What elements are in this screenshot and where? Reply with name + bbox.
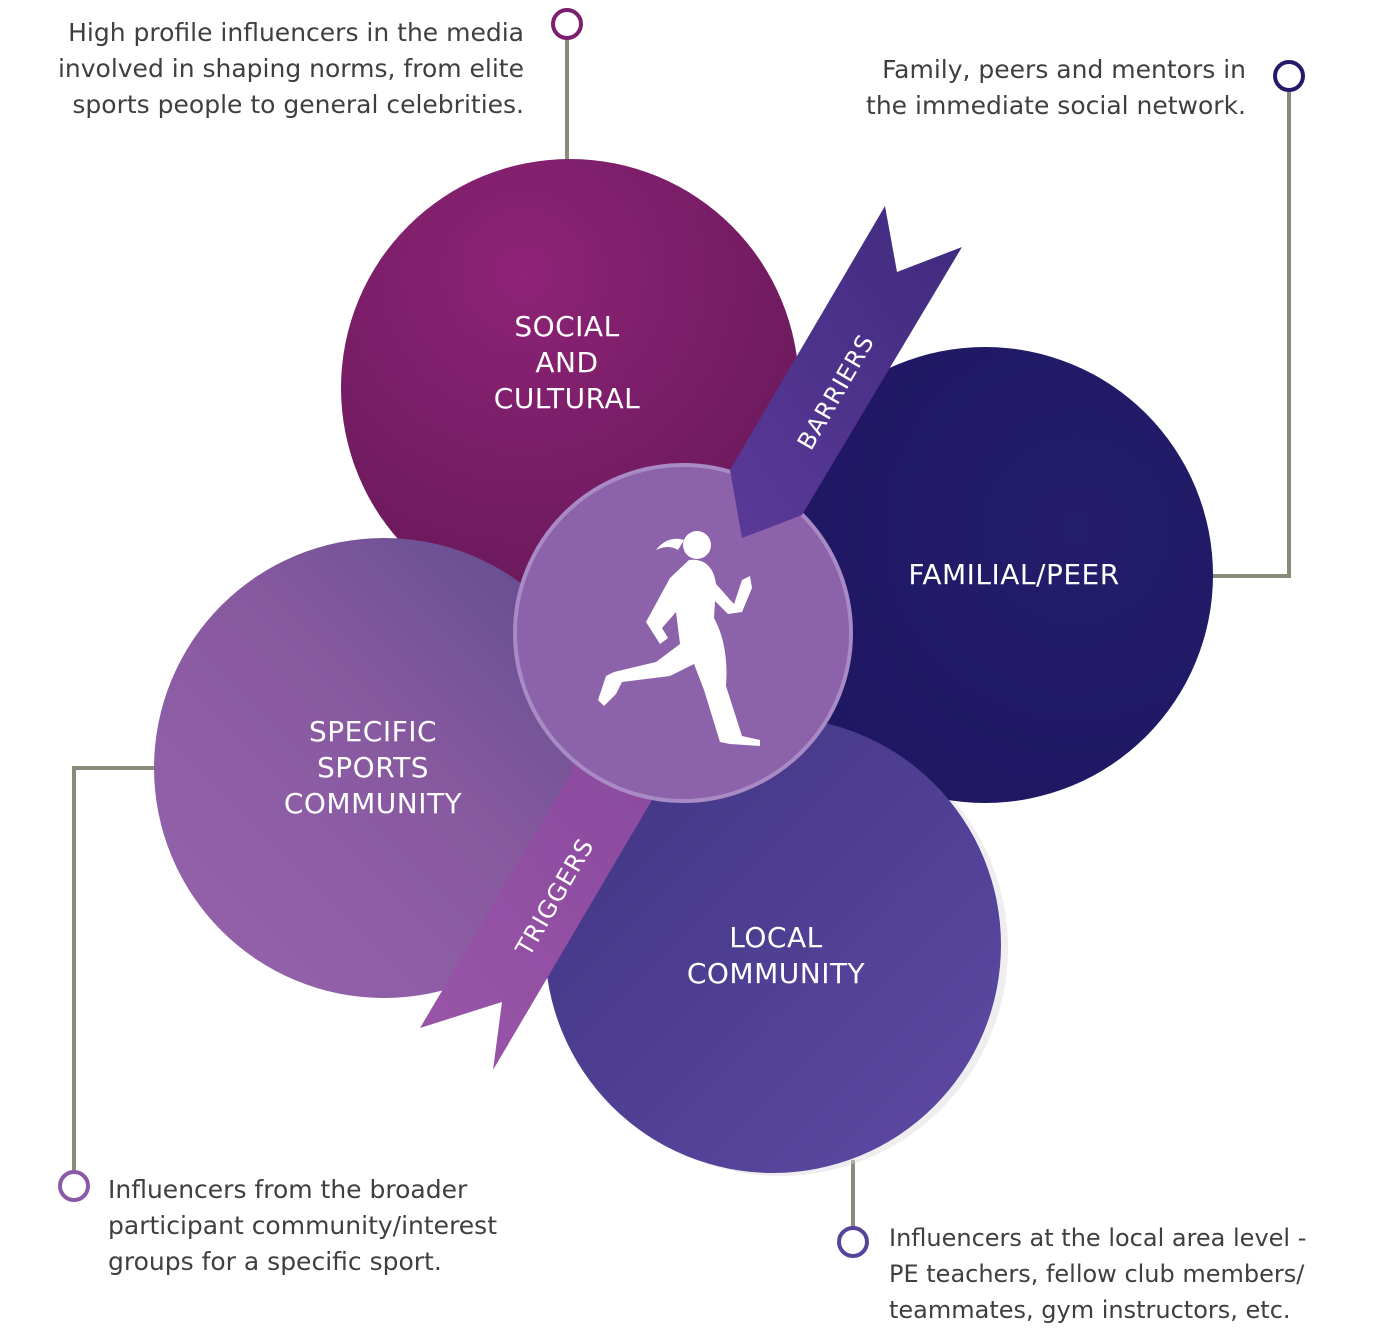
note-specific-sports: Influencers from the broader participant… — [108, 1172, 497, 1280]
ring-social — [551, 8, 583, 40]
runner-icon — [598, 531, 760, 746]
circle-local-community — [545, 717, 1001, 1173]
connector-familial — [1210, 90, 1291, 578]
social-line-1: SOCIAL — [514, 310, 619, 343]
circle-specific-sports — [154, 538, 614, 998]
barriers-ribbon — [730, 206, 962, 538]
note-familial-peer: Family, peers and mentors in the immedia… — [866, 52, 1246, 124]
connector-specific — [72, 766, 156, 1172]
label-familial-peer: FAMILIAL/PEER — [908, 558, 1119, 591]
ring-local — [837, 1226, 869, 1258]
label-specific-sports: SPECIFIC SPORTS COMMUNITY — [284, 715, 463, 820]
ring-familial — [1273, 60, 1305, 92]
circle-familial-peer — [757, 347, 1213, 803]
note-local-line-1: Influencers at the local area level - — [889, 1224, 1307, 1252]
ring-specific — [58, 1170, 90, 1202]
note-local-line-3: teammates, gym instructors, etc. — [889, 1296, 1291, 1324]
note-local-community: Influencers at the local area level - PE… — [889, 1220, 1306, 1328]
note-social-line-1: High profile influencers in the media — [68, 18, 524, 47]
note-social-cultural: High profile influencers in the media in… — [58, 15, 524, 123]
note-social-line-2: involved in shaping norms, from elite — [57, 54, 524, 83]
local-line-1: LOCAL — [729, 921, 822, 954]
specific-line-2: SPORTS — [317, 751, 429, 784]
label-social-cultural: SOCIAL AND CULTURAL — [494, 310, 640, 415]
note-familial-line-2: the immediate social network. — [866, 91, 1246, 120]
social-line-3: CULTURAL — [494, 382, 640, 415]
note-specific-line-3: groups for a specific sport. — [108, 1247, 442, 1276]
note-specific-line-1: Influencers from the broader — [108, 1175, 468, 1204]
note-familial-line-1: Family, peers and mentors in — [882, 55, 1246, 84]
label-local-community: LOCAL COMMUNITY — [687, 921, 866, 990]
specific-line-1: SPECIFIC — [309, 715, 437, 748]
note-specific-line-2: participant community/interest — [108, 1211, 498, 1240]
note-social-line-3: sports people to general celebrities. — [72, 90, 524, 119]
note-local-line-2: PE teachers, fellow club members/ — [889, 1260, 1305, 1288]
familial-line-1: FAMILIAL/PEER — [908, 558, 1119, 591]
social-line-2: AND — [535, 346, 598, 379]
specific-line-3: COMMUNITY — [284, 787, 463, 820]
local-line-2: COMMUNITY — [687, 957, 866, 990]
connectors — [72, 38, 1291, 1228]
